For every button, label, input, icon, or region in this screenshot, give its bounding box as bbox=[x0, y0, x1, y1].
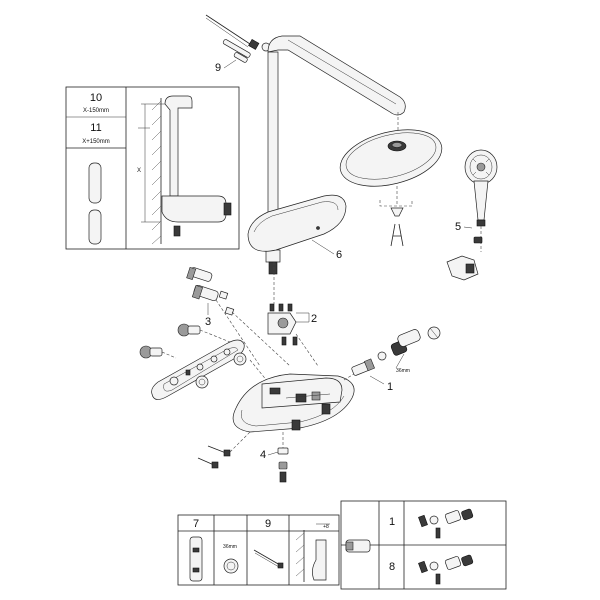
control-knobs bbox=[139, 323, 241, 359]
inlet bbox=[173, 225, 181, 237]
hand-shower-handle bbox=[473, 180, 489, 221]
callout-4: 4 bbox=[260, 449, 266, 461]
inset-row2-text: X+150mm bbox=[82, 139, 110, 145]
callout-3: 3 bbox=[205, 316, 211, 328]
riser-connector bbox=[268, 261, 278, 275]
riser-pipe bbox=[164, 95, 193, 197]
hand-shower-holder bbox=[446, 255, 479, 281]
spray-nozzle bbox=[390, 207, 404, 217]
hand-shower: 5 bbox=[446, 149, 498, 281]
callout-2: 2 bbox=[311, 313, 317, 325]
tool-key bbox=[390, 223, 404, 247]
spare-parts-table-right: 1 8 bbox=[340, 500, 507, 590]
fitting-set-2: 2 bbox=[267, 262, 317, 346]
rod-segment bbox=[88, 209, 102, 245]
head-shower bbox=[339, 112, 443, 217]
assembly-guides bbox=[215, 299, 319, 383]
spare-parts-table-left: 7 9 36mm +8 bbox=[177, 514, 340, 586]
inset-row1-text: X-150mm bbox=[83, 108, 109, 114]
knob-caps bbox=[195, 352, 247, 389]
callout-1: 1 bbox=[387, 381, 393, 393]
inlet-fittings-1: 36mm 1 bbox=[343, 326, 441, 393]
cartridge-set-3: 3 bbox=[186, 266, 235, 328]
rod-segment bbox=[88, 162, 102, 204]
connector bbox=[223, 202, 232, 216]
table-left-dimension-plus8: +8 bbox=[323, 524, 329, 530]
callout-9: 9 bbox=[215, 62, 221, 74]
callout-6: 6 bbox=[336, 249, 342, 261]
length-options-inset: 10 X-150mm 11 X+150mm X bbox=[65, 86, 240, 250]
wall-anchor-set: 9 bbox=[205, 14, 271, 74]
thermostat-housing bbox=[232, 373, 355, 433]
dimension-x-label: X bbox=[137, 168, 141, 174]
table-left-col-9: 9 bbox=[265, 518, 271, 530]
base-screws-4: 4 bbox=[197, 431, 289, 483]
inset-row2-number: 11 bbox=[90, 122, 101, 134]
thermostat-body bbox=[161, 195, 227, 223]
inset-row1-number: 10 bbox=[90, 92, 102, 104]
table-left-dimension-36mm: 36mm bbox=[223, 544, 237, 550]
table-right-row-1: 1 bbox=[389, 516, 395, 528]
main-dimension-36mm: 36mm bbox=[396, 368, 410, 374]
callout-5: 5 bbox=[455, 221, 461, 233]
shower-arm bbox=[267, 35, 406, 116]
cover-plate bbox=[151, 339, 245, 400]
table-right-row-8: 8 bbox=[389, 561, 395, 573]
table-left-col-7: 7 bbox=[193, 518, 199, 530]
riser-joint bbox=[265, 249, 281, 263]
glass-shelf: 6 bbox=[247, 194, 347, 261]
